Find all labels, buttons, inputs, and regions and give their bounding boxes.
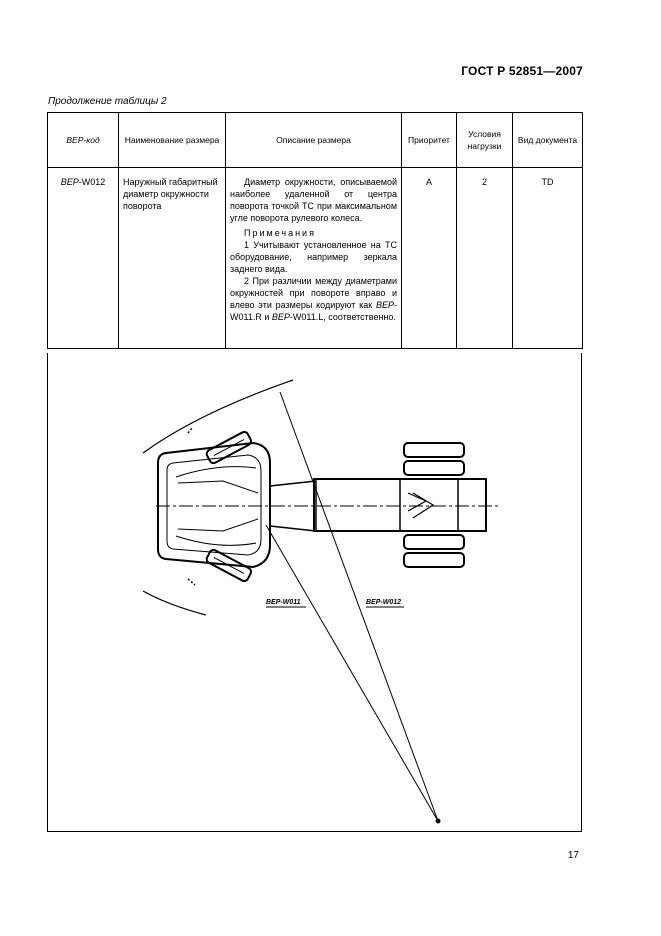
standard-number: ГОСТ Р 52851—2007: [461, 64, 583, 78]
spec-table: ВЕР-код Наименование размера Описание ра…: [47, 112, 583, 349]
table-row: ВЕР-W012 Наружный габаритный диаметр окр…: [47, 167, 583, 349]
col-header-load: Условия нагрузки: [456, 112, 513, 168]
radius-line-w011: [265, 524, 439, 822]
table-caption: Продолжение таблицы 2: [48, 96, 167, 107]
col-header-description: Описание размера: [225, 112, 402, 168]
col-header-doc: Вид документа: [512, 112, 583, 168]
notes-title: Примечания: [244, 228, 316, 238]
page-number: 17: [567, 850, 579, 861]
cell-load: 2: [456, 167, 513, 349]
front-wheel-lower: [205, 548, 253, 583]
radius-line-w012: [279, 391, 439, 822]
cell-doc: TD: [512, 167, 583, 349]
turning-diagram-svg: ВЕР-W011 ВЕР-W012: [142, 379, 498, 824]
cab-outline: [157, 441, 271, 569]
turning-center-point: [435, 818, 441, 824]
cell-name: Наружный габаритный диаметр окружности п…: [118, 167, 226, 349]
cell-priority: А: [401, 167, 457, 349]
front-wheel-upper: [205, 430, 253, 465]
rear-wheels-upper: [403, 442, 465, 476]
table-header-row: ВЕР-код Наименование размера Описание ра…: [47, 112, 583, 168]
col-header-priority: Приоритет: [401, 112, 457, 168]
rear-wheels-lower: [403, 534, 465, 568]
note-2: 2 При различии между диаметрами окружнос…: [230, 276, 397, 322]
col-header-code: ВЕР-код: [47, 112, 119, 168]
label-w012: ВЕР-W012: [366, 599, 401, 606]
label-w011: ВЕР-W011: [266, 599, 301, 606]
note-1: 1 Учитывают установленное на ТС оборудов…: [230, 240, 397, 274]
turning-diagram: ВЕР-W011 ВЕР-W012: [47, 353, 582, 832]
cell-description: Диаметр окружности, описываемой наиболее…: [225, 167, 402, 349]
cell-code: ВЕР-W012: [47, 167, 119, 349]
outer-turning-arc: [142, 379, 294, 454]
col-header-name: Наименование размера: [118, 112, 226, 168]
description-text: Диаметр окружности, описываемой наиболее…: [230, 177, 397, 223]
